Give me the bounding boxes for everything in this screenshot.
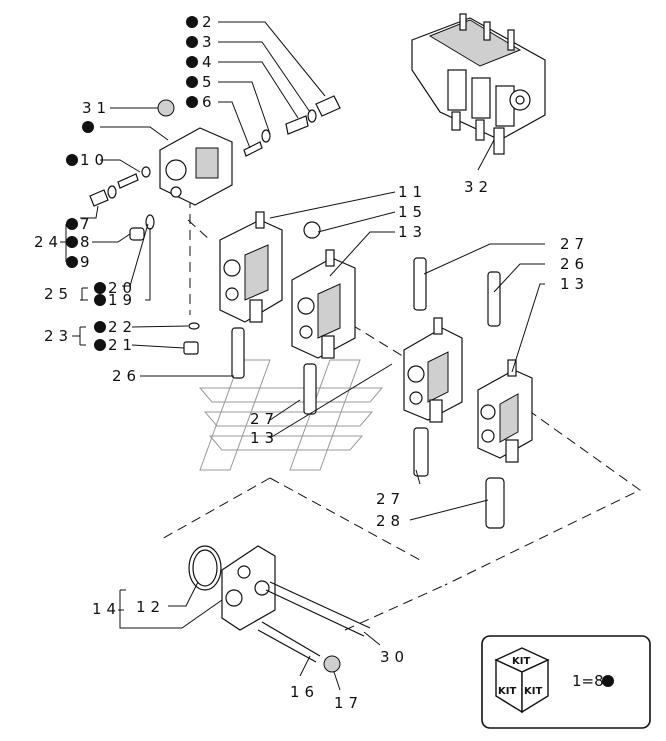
callout-7: 7 [80, 215, 95, 233]
small-parts-left [89, 99, 175, 241]
callout-26-right: 26 [560, 255, 589, 273]
callout-3: 3 [202, 33, 217, 51]
callout-17: 17 [334, 694, 363, 712]
callout-27-bottom: 27 [376, 490, 405, 508]
callout-15: 15 [398, 203, 427, 221]
callout-13-top: 13 [398, 223, 427, 241]
callout-23: 23 [44, 327, 73, 345]
callout-6: 6 [202, 93, 217, 111]
callout-8: 8 [80, 233, 95, 251]
callout-labels: 2 3 4 5 6 31 10 7 8 9 24 20 19 25 22 21 … [34, 13, 589, 712]
valve-section-11 [219, 211, 283, 323]
callout-19: 19 [108, 291, 137, 309]
callout-24: 24 [34, 233, 63, 251]
callout-22: 22 [108, 318, 137, 336]
callout-31: 31 [82, 99, 111, 117]
callout-4: 4 [202, 53, 217, 71]
inlet-cover-part [159, 127, 233, 206]
kit-top-label: KIT [512, 656, 530, 667]
valve-section-13-upper [291, 221, 356, 359]
callout-12: 12 [136, 598, 165, 616]
end-cover-part [188, 545, 371, 673]
kit-left-label: KIT [498, 686, 516, 697]
kit-right-label: KIT [524, 686, 542, 697]
callout-20: 20 [108, 279, 137, 297]
valve-section-13-right [477, 359, 533, 463]
callout-25: 25 [44, 285, 73, 303]
callout-27-right: 27 [560, 235, 589, 253]
callout-9: 9 [80, 253, 95, 271]
assembly-dashed-outline [159, 150, 641, 631]
callout-30: 30 [380, 648, 409, 666]
valve-section-13-middle [403, 317, 463, 423]
callout-26-left: 26 [112, 367, 141, 385]
spools-and-checks [183, 257, 505, 529]
callout-32: 32 [464, 178, 493, 196]
callout-13-right: 13 [560, 275, 589, 293]
callout-16: 16 [290, 683, 319, 701]
valve-assembly-complete [411, 13, 546, 155]
kit-legend-box: KIT KIT KIT 1=8 [481, 635, 651, 729]
kit-bullets [66, 16, 198, 351]
callout-13-left: 13 [250, 429, 279, 447]
callout-21: 21 [108, 336, 137, 354]
relief-valve-parts [243, 95, 341, 157]
callout-27-left: 27 [250, 410, 279, 428]
callout-14: 14 [92, 600, 121, 618]
callout-10: 10 [80, 151, 109, 169]
callout-5: 5 [202, 73, 217, 91]
callout-28: 28 [376, 512, 405, 530]
callout-11: 11 [398, 183, 427, 201]
callout-2: 2 [202, 13, 217, 31]
kit-legend-bullet [602, 675, 614, 687]
kit-legend-text: 1=8 [572, 672, 604, 690]
